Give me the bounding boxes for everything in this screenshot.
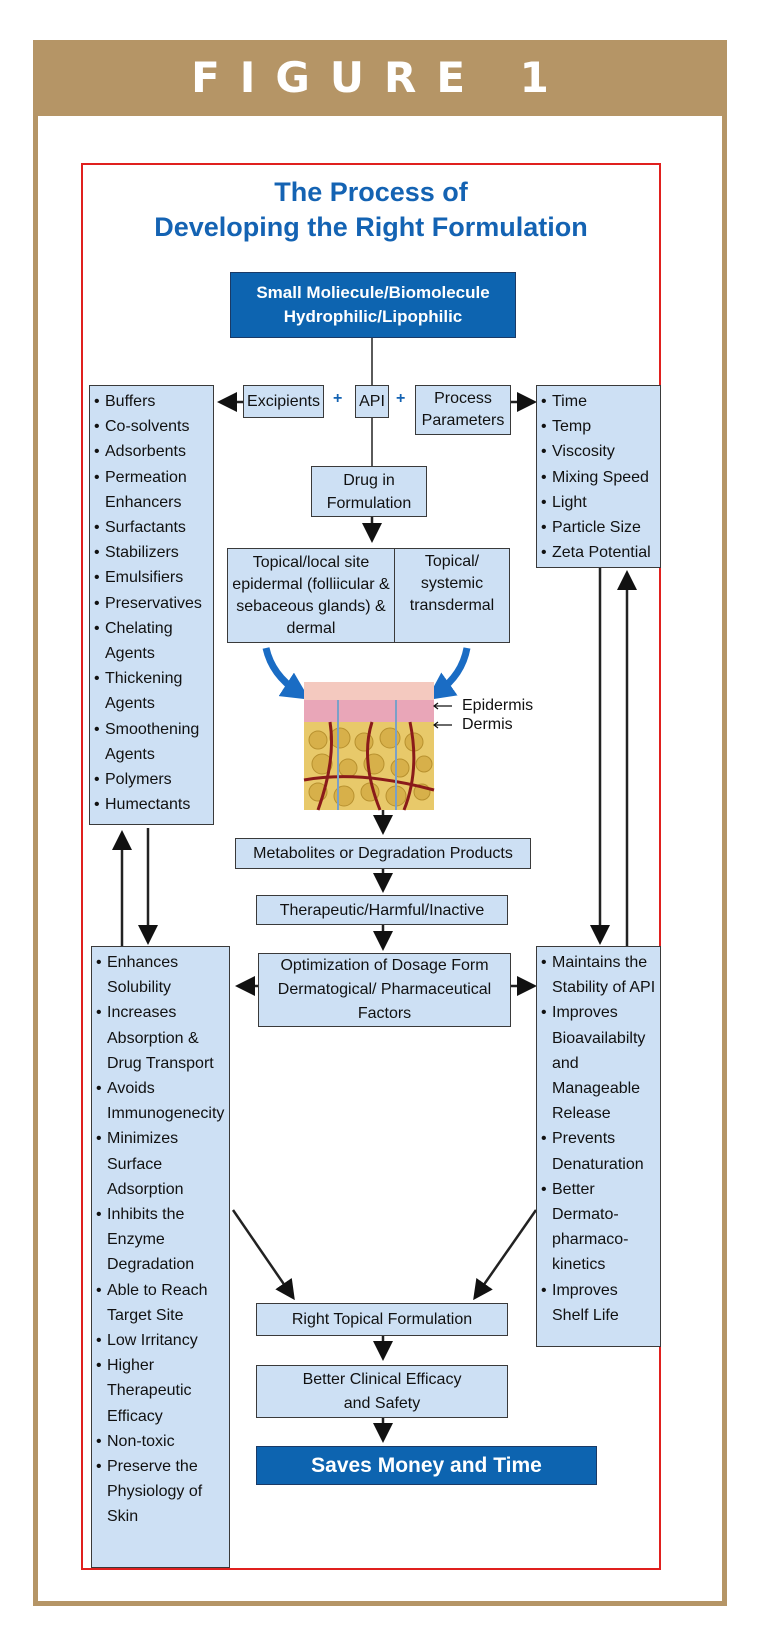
title-line-1: The Process of <box>274 177 468 207</box>
excipient_list-item: Adsorbents <box>94 439 209 464</box>
excipient_list-item: Permeation Enhancers <box>94 465 209 515</box>
right_benefits-item: Improves Bioavailabilty and Manageable R… <box>541 1000 656 1126</box>
left-benefits-list: Enhances SolubilityIncreases Absorption … <box>92 947 229 1530</box>
excipient_list-item: Polymers <box>94 767 209 792</box>
title-line-2: Developing the Right Formulation <box>154 212 588 242</box>
topical-systemic-cell: Topical/ systemic transdermal <box>409 553 495 614</box>
excipient_list-item: Humectants <box>94 792 209 817</box>
topical-route-box: Topical/local site epidermal (folliicula… <box>227 548 510 643</box>
excipient-list-box: BuffersCo-solventsAdsorbentsPermeation E… <box>89 385 214 825</box>
topical-local-cell: Topical/local site epidermal (folliicula… <box>228 549 395 642</box>
process_list-item: Zeta Potential <box>541 540 656 565</box>
figure-label: FIGURE 1 <box>33 40 727 116</box>
left_benefits-item: Increases Absorption & Drug Transport <box>96 1000 225 1076</box>
drug-in-formulation-box: Drug in Formulation <box>311 466 427 517</box>
right_benefits-item: Improves Shelf Life <box>541 1278 656 1328</box>
right_benefits-item: Prevents Denaturation <box>541 1126 656 1176</box>
plus-sign-right: + <box>396 390 406 407</box>
left_benefits-item: Enhances Solubility <box>96 950 225 1000</box>
excipient-list: BuffersCo-solventsAdsorbentsPermeation E… <box>90 386 213 818</box>
plus-sign-left: + <box>333 390 343 407</box>
therapeutic-box: Therapeutic/Harmful/Inactive <box>256 895 508 925</box>
arrow-left-diagonal <box>231 1209 295 1301</box>
excipient_list-item: Thickening Agents <box>94 666 209 716</box>
epidermis-label: Epidermis <box>462 697 534 714</box>
molecule-type-line-1: Small Moliecule/Biomolecule <box>256 283 490 302</box>
optimization-box: Optimization of Dosage Form Dermatogical… <box>258 953 511 1027</box>
blue-arrow-right <box>426 647 471 701</box>
process_list-item: Temp <box>541 414 656 439</box>
skin-illustration <box>303 682 435 811</box>
excipient_list-item: Buffers <box>94 389 209 414</box>
left_benefits-item: Non-toxic <box>96 1429 225 1454</box>
left_benefits-item: Preserve the Physiology of Skin <box>96 1454 225 1530</box>
excipients-box: Excipients <box>243 385 324 418</box>
dermis-label: Dermis <box>462 716 513 733</box>
process-list-box: TimeTempViscosityMixing SpeedLightPartic… <box>536 385 661 568</box>
left-benefits-box: Enhances SolubilityIncreases Absorption … <box>91 946 230 1568</box>
api-box: API <box>355 385 389 418</box>
excipient_list-item: Chelating Agents <box>94 616 209 666</box>
excipient_list-item: Co-solvents <box>94 414 209 439</box>
right_benefits-item: Better Dermato-pharmaco-kinetics <box>541 1177 656 1278</box>
left_benefits-item: Minimizes Surface Adsorption <box>96 1126 225 1202</box>
molecule-type-line-2: Hydrophilic/Lipophilic <box>283 307 463 326</box>
arrow-right-diagonal <box>473 1209 538 1301</box>
excipient_list-item: Stabilizers <box>94 540 209 565</box>
process_list-item: Viscosity <box>541 439 656 464</box>
excipient_list-item: Smoothening Agents <box>94 717 209 767</box>
left_benefits-item: Able to Reach Target Site <box>96 1278 225 1328</box>
excipient_list-item: Surfactants <box>94 515 209 540</box>
molecule-type-box: Small Moliecule/Biomolecule Hydrophilic/… <box>230 272 516 338</box>
diagram-title: The Process of Developing the Right Form… <box>81 175 661 245</box>
better-clinical-box: Better Clinical Efficacy and Safety <box>256 1365 508 1418</box>
process_list-item: Time <box>541 389 656 414</box>
saves-money-box: Saves Money and Time <box>256 1446 597 1485</box>
left_benefits-item: Low Irritancy <box>96 1328 225 1353</box>
excipient_list-item: Preservatives <box>94 591 209 616</box>
left_benefits-item: Inhibits the Enzyme Degradation <box>96 1202 225 1278</box>
metabolites-box: Metabolites or Degradation Products <box>235 838 531 869</box>
right_benefits-item: Maintains the Stability of API <box>541 950 656 1000</box>
process_list-item: Mixing Speed <box>541 465 656 490</box>
process_list-item: Particle Size <box>541 515 656 540</box>
excipient_list-item: Emulsifiers <box>94 565 209 590</box>
process-parameters-box: Process Parameters <box>415 385 511 435</box>
left_benefits-item: Higher Therapeutic Efficacy <box>96 1353 225 1429</box>
process-list: TimeTempViscosityMixing SpeedLightPartic… <box>537 386 660 566</box>
left_benefits-item: Avoids Immunogenecity <box>96 1076 225 1126</box>
process_list-item: Light <box>541 490 656 515</box>
right-benefits-list: Maintains the Stability of APIImproves B… <box>537 947 660 1328</box>
diagram-border <box>81 163 661 1570</box>
right-benefits-box: Maintains the Stability of APIImproves B… <box>536 946 661 1347</box>
blue-arrow-left <box>262 647 310 700</box>
right-topical-formulation-box: Right Topical Formulation <box>256 1303 508 1336</box>
